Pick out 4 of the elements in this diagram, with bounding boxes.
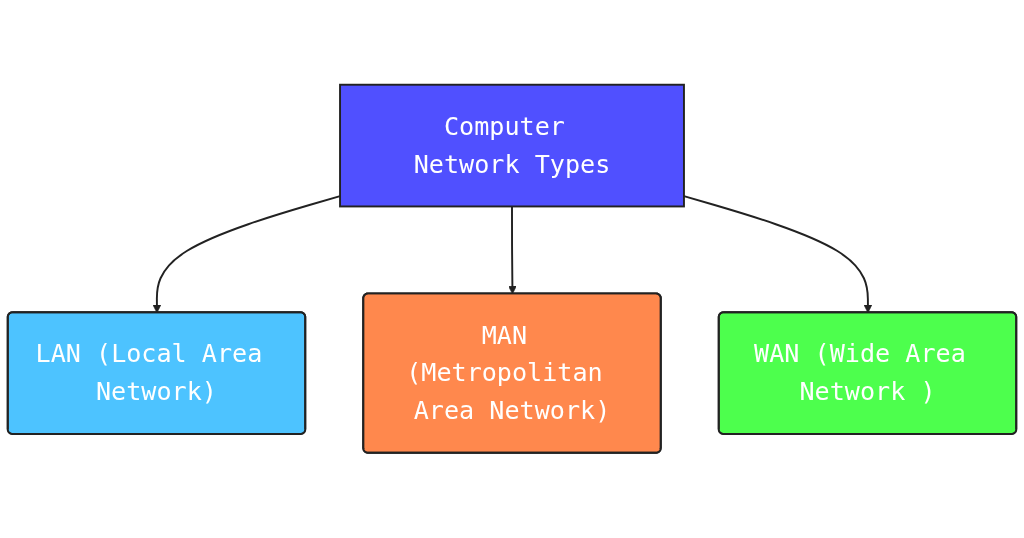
arrow bbox=[683, 195, 873, 314]
arrow bbox=[152, 195, 341, 314]
node-box: Computer Network Types bbox=[339, 84, 685, 208]
arrow bbox=[508, 205, 517, 295]
